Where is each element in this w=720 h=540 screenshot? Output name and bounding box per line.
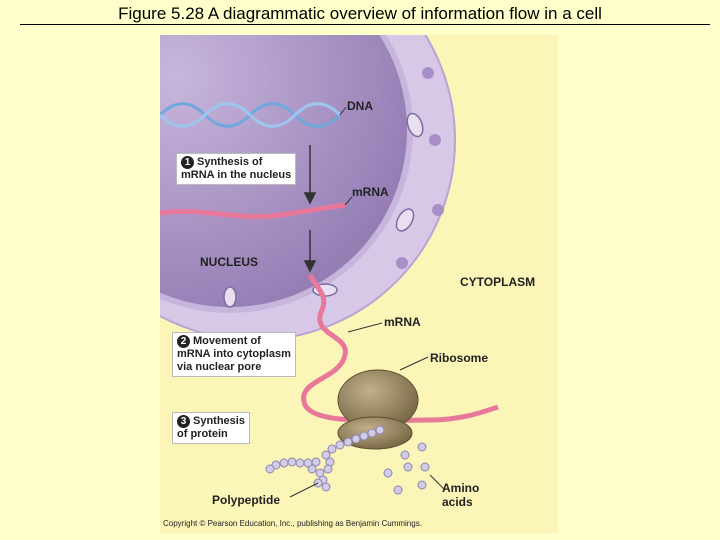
- dna-helix: [160, 102, 342, 128]
- step-2-line2: mRNA into cytoplasm: [177, 348, 291, 360]
- amino-acids-leader-line: [429, 474, 446, 491]
- step-1-line2: mRNA in the nucleus: [181, 169, 292, 181]
- figure-title: Figure 5.28 A diagrammatic overview of i…: [118, 4, 602, 23]
- label-amino-acids-line2: acids: [442, 495, 473, 509]
- title-underline: [20, 24, 710, 25]
- step-2-line3: via nuclear pore: [177, 361, 262, 373]
- step-2-number: 2: [177, 335, 190, 348]
- step-3-number: 3: [177, 415, 190, 428]
- polypeptide-chain: [265, 425, 385, 492]
- label-mrna-cytoplasm: mRNA: [384, 315, 421, 329]
- label-nucleus: NUCLEUS: [200, 255, 259, 269]
- flow-arrows: [303, 145, 317, 273]
- mrna-strand-nucleus: [160, 202, 346, 220]
- copyright-notice: Copyright © Pearson Education, Inc., pub…: [163, 519, 422, 528]
- step-2-line1: Movement of: [193, 335, 261, 347]
- step-3-line1: Synthesis: [193, 415, 245, 427]
- ribosome-leader-line: [399, 356, 429, 371]
- mrna-nucleus-leader-line: [344, 196, 353, 206]
- diagram-panel: DNA mRNA NUCLEUS CYTOPLASM mRNA Ribosome…: [160, 35, 558, 533]
- mrna-strand-cytoplasm: [301, 273, 499, 424]
- label-amino-acids: Amino acids: [442, 481, 479, 509]
- step-1-line1: Synthesis of: [197, 156, 263, 168]
- label-dna: DNA: [347, 99, 373, 113]
- amino-acids: [383, 442, 430, 495]
- cytoplasm-particles: [396, 67, 444, 269]
- label-mrna-nucleus: mRNA: [352, 185, 389, 199]
- step-1-number: 1: [181, 156, 194, 169]
- label-cytoplasm: CYTOPLASM: [460, 275, 536, 289]
- step-3-line2: of protein: [177, 428, 228, 440]
- mrna-cytoplasm-leader-line: [347, 322, 383, 333]
- label-polypeptide: Polypeptide: [212, 493, 281, 507]
- label-amino-acids-line1: Amino: [442, 481, 480, 495]
- label-ribosome: Ribosome: [430, 351, 489, 365]
- polypeptide-leader-line: [289, 482, 319, 498]
- dna-leader-line: [339, 106, 347, 116]
